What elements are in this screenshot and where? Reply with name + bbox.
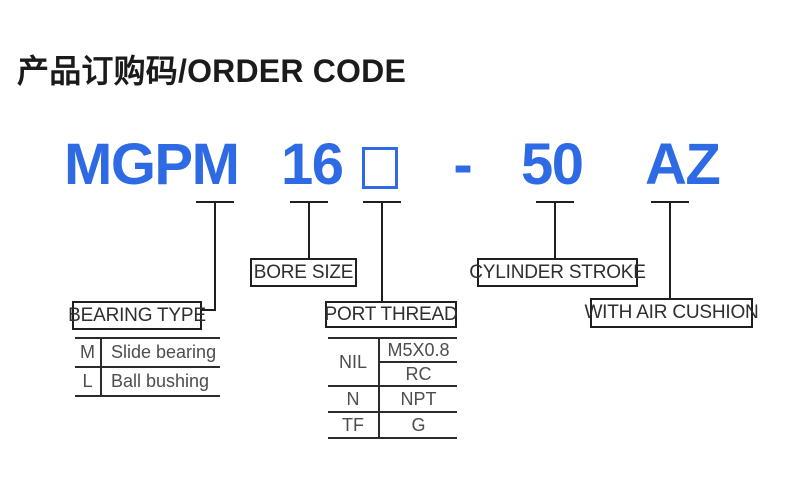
code-segment-bore: 16 bbox=[281, 132, 344, 197]
port-desc-g: G bbox=[411, 414, 426, 435]
bearing-code-l: L bbox=[75, 368, 102, 395]
connector-bore bbox=[308, 201, 310, 259]
port-desc-nil-group: M5X0.8 RC bbox=[380, 339, 457, 385]
code-segment-suffix: AZ bbox=[645, 132, 721, 197]
code-segment-dash: - bbox=[453, 132, 473, 197]
callout-port-thread: PORT THREAD bbox=[325, 301, 458, 328]
bearing-desc-m: Slide bearing bbox=[111, 342, 217, 362]
table-row: TF G bbox=[328, 413, 457, 439]
bearing-code-m: M bbox=[75, 339, 102, 366]
code-segment-series: MGPM bbox=[64, 132, 240, 197]
connector-air-cushion bbox=[669, 201, 671, 299]
port-desc-npt: NPT bbox=[400, 388, 437, 409]
callout-cylinder-stroke: CYLINDER STROKE bbox=[469, 258, 646, 287]
bearing-type-table: M Slide bearing L Ball bushing bbox=[75, 337, 220, 397]
table-row: L Ball bushing bbox=[75, 368, 220, 397]
port-desc-m5: M5X0.8 bbox=[380, 339, 457, 363]
callout-bearing-type: BEARING TYPE bbox=[68, 301, 206, 330]
code-segment-blank-option-box bbox=[362, 147, 398, 189]
connector-stroke bbox=[554, 201, 556, 259]
port-desc-rc: RC bbox=[405, 363, 432, 384]
callout-with-air-cushion: WITH AIR CUSHION bbox=[584, 298, 759, 328]
callout-bore-size: BORE SIZE bbox=[250, 258, 357, 287]
connector-series-jog bbox=[202, 309, 216, 311]
table-row-merged: NIL M5X0.8 RC bbox=[328, 339, 457, 387]
port-code-tf: TF bbox=[328, 413, 380, 437]
port-code-n: N bbox=[328, 387, 380, 411]
table-row: M Slide bearing bbox=[75, 339, 220, 368]
bearing-desc-l: Ball bushing bbox=[111, 371, 210, 391]
port-thread-table: NIL M5X0.8 RC N NPT TF G bbox=[328, 337, 457, 439]
page-title: 产品订购码/ORDER CODE bbox=[17, 53, 406, 89]
connector-port-thread bbox=[381, 201, 383, 302]
code-segment-stroke: 50 bbox=[521, 132, 584, 197]
table-row: N NPT bbox=[328, 387, 457, 413]
connector-series bbox=[214, 201, 216, 311]
port-code-nil: NIL bbox=[328, 339, 380, 385]
